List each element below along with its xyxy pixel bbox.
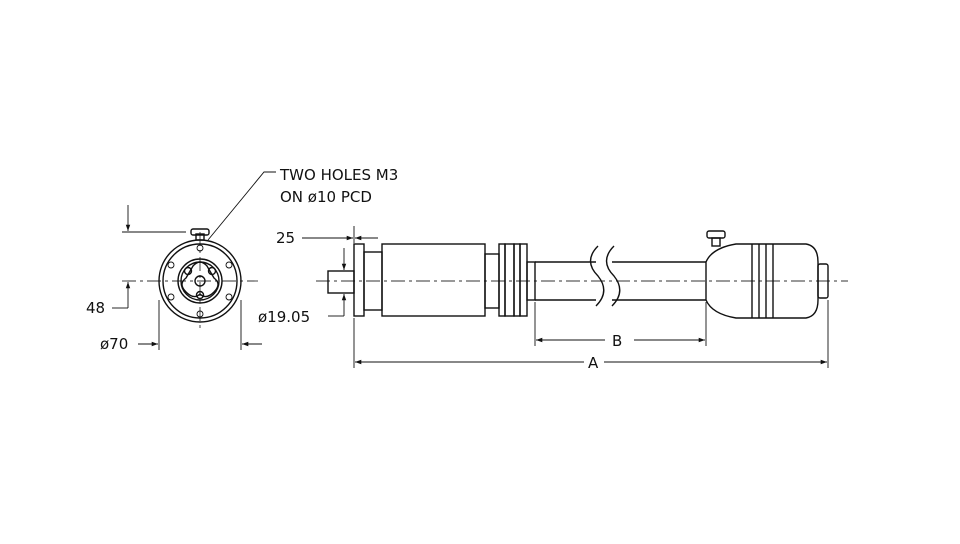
end-view-dimensions xyxy=(112,205,262,350)
top-fitting-cap xyxy=(190,228,210,236)
length-b-label: B xyxy=(612,332,622,350)
rear-flange-plate xyxy=(498,243,506,317)
flange-bolt-hole xyxy=(196,244,204,252)
flange-bolt-hole xyxy=(167,293,175,301)
output-shaft xyxy=(327,270,355,294)
flange-bolt-hole xyxy=(225,293,233,301)
m3-hole xyxy=(183,266,193,276)
flange-inner-circle xyxy=(162,243,238,319)
front-flange xyxy=(353,243,365,317)
connector-end-cap xyxy=(817,263,829,299)
flange-diameter-label: ø70 xyxy=(100,335,128,353)
hub-circle xyxy=(177,258,223,304)
housing-fitting-stem xyxy=(711,237,721,247)
tube-collar xyxy=(526,261,536,301)
rear-flange-plate xyxy=(519,243,528,317)
note-leader-line xyxy=(207,171,276,241)
coupling-lobes xyxy=(181,261,219,298)
shaft-center-circle xyxy=(194,275,206,287)
height-dimension-label: 48 xyxy=(86,299,105,317)
connector-housing xyxy=(705,243,819,319)
flange-bolt-hole xyxy=(225,261,233,269)
side-view-dimensions xyxy=(302,226,829,368)
housing-fitting-cap xyxy=(706,230,726,239)
flange-bolt-hole xyxy=(196,310,204,318)
break-line xyxy=(589,245,605,307)
rear-flange-plate xyxy=(513,243,521,317)
end-view xyxy=(122,171,276,330)
note-line-2: ON ø10 PCD xyxy=(280,188,372,206)
note-line-1: TWO HOLES M3 xyxy=(279,166,398,184)
shaft-diameter-label: ø19.05 xyxy=(258,308,310,326)
motor-body xyxy=(381,243,486,317)
flange-bolt-hole xyxy=(167,261,175,269)
length-a-label: A xyxy=(588,354,599,372)
break-line xyxy=(605,245,621,307)
top-fitting-stem xyxy=(195,233,205,241)
side-view xyxy=(316,230,848,319)
rear-flange-plate xyxy=(504,243,515,317)
m3-hole xyxy=(207,266,217,276)
shaft-length-label: 25 xyxy=(276,229,295,247)
m3-hole xyxy=(195,290,205,300)
